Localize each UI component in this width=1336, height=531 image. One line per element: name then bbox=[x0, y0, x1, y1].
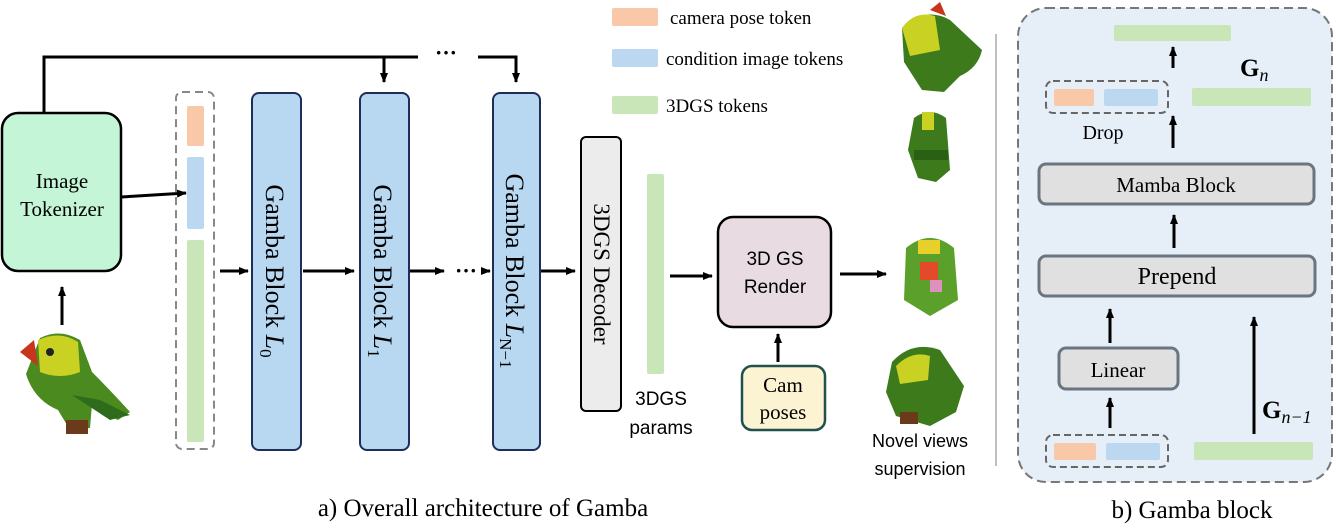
dropped-tokens bbox=[1045, 80, 1169, 114]
linear-label: Linear bbox=[1091, 358, 1146, 382]
legend-label-camera-pose: camera pose token bbox=[670, 8, 812, 29]
camera-pose-token bbox=[187, 106, 204, 146]
prepend-label: Prepend bbox=[1138, 264, 1217, 290]
gamba-block-0-sub: 0 bbox=[256, 349, 275, 358]
3d-gs-render: 3D GS Render bbox=[716, 215, 833, 329]
3dgs-decoder-label: 3DGS Decoder bbox=[589, 203, 614, 344]
gamba-block-n-1-label: Gamba Block bbox=[500, 173, 529, 323]
prepend-block: Prepend bbox=[1037, 254, 1317, 298]
output-3dgs-tokens bbox=[1114, 25, 1231, 41]
render-label-line1: 3D GS bbox=[746, 249, 803, 270]
arrow-tokenizer-to-tokens bbox=[120, 189, 187, 199]
legend-item-condition-image: condition image tokens bbox=[612, 49, 843, 70]
novel-views-label-line1: Novel views bbox=[872, 431, 968, 451]
gamba-block-1-var: L bbox=[368, 334, 397, 349]
dropped-condition-tokens bbox=[1104, 89, 1158, 106]
input-image-tokens bbox=[1106, 443, 1160, 460]
caption-overall: a) Overall architecture of Gamba bbox=[318, 495, 648, 522]
gamba-block-n-1-sub: N−1 bbox=[496, 338, 515, 368]
novel-view-4 bbox=[886, 346, 964, 426]
gamba-block-0: Gamba Block L0 bbox=[251, 92, 302, 451]
svg-text:Gn−1: Gn−1 bbox=[1262, 397, 1312, 427]
g-n-var: G bbox=[1240, 55, 1259, 82]
dropped-camera-token bbox=[1054, 89, 1094, 106]
image-tokenizer: Image Tokenizer bbox=[0, 111, 123, 273]
gamba-block-0-label: Gamba Block bbox=[260, 184, 289, 334]
gamba-block-1-label: Gamba Block bbox=[368, 184, 397, 334]
render-label-line2: Render bbox=[744, 277, 807, 298]
mamba-block: Mamba Block bbox=[1037, 162, 1316, 206]
gamba-block-1-sub: 1 bbox=[364, 349, 383, 358]
legend-label-condition-image: condition image tokens bbox=[666, 49, 843, 70]
svg-text:Gn: Gn bbox=[1240, 55, 1268, 85]
linear-block: Linear bbox=[1057, 346, 1180, 391]
input-camera-token bbox=[1054, 443, 1096, 460]
novel-views-label-line2: supervision bbox=[874, 459, 965, 479]
3dgs-tokens bbox=[187, 240, 204, 442]
legend-item-3dgs-tokens: 3DGS tokens bbox=[612, 96, 768, 117]
gamba-block-panel: Gn Drop Mamba Block Prepend Linear bbox=[1017, 7, 1333, 483]
g-prev-var: G bbox=[1262, 397, 1281, 424]
cam-poses-label-line1: Cam bbox=[763, 373, 803, 397]
novel-view-2 bbox=[908, 112, 950, 182]
kept-3dgs-tokens bbox=[1192, 88, 1311, 106]
drop-label: Drop bbox=[1082, 122, 1123, 144]
legend-swatch-camera-pose bbox=[612, 8, 658, 26]
3dgs-params-bar bbox=[647, 174, 664, 374]
novel-view-3 bbox=[904, 238, 958, 316]
svg-text:Gamba Block L0: Gamba Block L0 bbox=[256, 184, 289, 357]
gamba-block-0-var: L bbox=[260, 334, 289, 349]
input-3dgs-tokens bbox=[1194, 442, 1313, 460]
feed-line-top bbox=[42, 55, 520, 113]
feed-ellipsis: ··· bbox=[435, 40, 457, 65]
gamba-block-1: Gamba Block L1 bbox=[359, 92, 410, 451]
input-condition-tokens bbox=[1045, 434, 1169, 468]
caption-gamba-block: b) Gamba block bbox=[1111, 497, 1273, 524]
image-tokenizer-label-line1: Image bbox=[36, 169, 88, 193]
cam-poses-label-line2: poses bbox=[760, 400, 807, 424]
condition-image-tokens bbox=[187, 157, 204, 229]
cam-poses: Cam poses bbox=[740, 364, 827, 432]
legend-item-camera-pose: camera pose token bbox=[612, 8, 812, 29]
tokenizer-feed-lines: ··· bbox=[42, 40, 520, 113]
mamba-block-label: Mamba Block bbox=[1116, 173, 1236, 197]
legend-label-3dgs-tokens: 3DGS tokens bbox=[666, 96, 768, 117]
input-parrot-image bbox=[20, 333, 130, 434]
gamba-block-n-1-var: L bbox=[500, 323, 529, 338]
legend-swatch-condition-image bbox=[612, 49, 658, 67]
3dgs-params-label-line2: params bbox=[629, 418, 692, 439]
image-tokenizer-label-line2: Tokenizer bbox=[20, 197, 104, 221]
g-prev-sub: n−1 bbox=[1281, 407, 1311, 427]
token-sequence bbox=[175, 91, 215, 450]
novel-view-1 bbox=[902, 2, 982, 92]
gamba-block-n-1: Gamba Block LN−1 bbox=[492, 92, 541, 451]
3dgs-decoder: 3DGS Decoder bbox=[580, 136, 622, 412]
legend: camera pose token condition image tokens… bbox=[612, 8, 843, 117]
3dgs-params: 3DGS params bbox=[629, 174, 693, 439]
svg-text:Gamba Block L1: Gamba Block L1 bbox=[364, 184, 397, 357]
3dgs-params-label-line1: 3DGS bbox=[635, 389, 687, 410]
g-n-sub: n bbox=[1259, 65, 1268, 85]
svg-text:Gamba Block LN−1: Gamba Block LN−1 bbox=[496, 173, 529, 368]
legend-swatch-3dgs-tokens bbox=[612, 96, 658, 114]
chain-ellipsis: ··· bbox=[455, 258, 477, 283]
